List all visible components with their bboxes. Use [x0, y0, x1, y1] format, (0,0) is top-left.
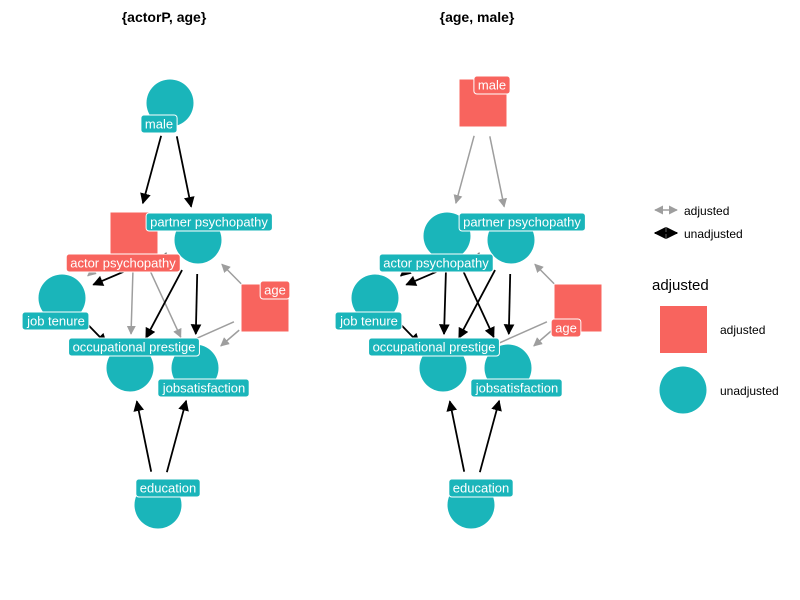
node-label-box	[378, 253, 494, 273]
node-label-satisfaction: jobsatisfaction	[470, 378, 563, 398]
node-label-box	[334, 311, 403, 331]
node-label-partner: partner psychopathy	[145, 212, 273, 232]
legend-node-adjusted: adjusted	[660, 306, 765, 353]
edge-age-to-partner	[221, 263, 242, 285]
node-label-text: education	[453, 481, 509, 496]
node-label-text: male	[145, 117, 173, 132]
node-label-text: male	[478, 78, 506, 93]
legend-unadjusted-circle	[659, 366, 707, 414]
node-label-text: jobsatisfaction	[162, 381, 245, 396]
node-label-box	[448, 478, 514, 498]
legend-node-title: adjusted	[652, 277, 709, 294]
edge-partner-to-prestige	[458, 269, 496, 339]
node-label-male: male	[140, 114, 178, 134]
edge-male-to-actor	[453, 135, 475, 205]
edge-education-to-satisfaction	[165, 399, 189, 473]
edge-education-to-prestige	[133, 400, 153, 472]
node-label-text: age	[555, 321, 577, 336]
node-label-text: occupational prestige	[73, 340, 196, 355]
node-label-male: male	[473, 75, 511, 95]
node-label-box	[458, 212, 586, 232]
node-label-prestige: occupational prestige	[68, 337, 200, 357]
edge-male-to-partner	[489, 136, 507, 208]
legend-edge-adjusted-label: adjusted	[684, 204, 729, 218]
panel-actorp-age: {actorP, age} male partner psychopathy act…	[21, 9, 291, 529]
node-label-box	[135, 478, 201, 498]
panel-age-male: {age, male} male partner psychopathy actor…	[334, 9, 602, 529]
label-layer: male partner psychopathy actor psychopathy…	[21, 114, 291, 498]
edge-layer	[398, 135, 555, 473]
edge-age-to-satisfaction	[533, 329, 553, 347]
legend-edge-unadjusted-label: unadjusted	[684, 227, 743, 241]
node-label-age: age	[550, 318, 582, 338]
panel-title: {age, male}	[440, 9, 515, 25]
node-label-box	[473, 75, 511, 95]
node-label-text: partner psychopathy	[463, 215, 581, 230]
label-layer: male partner psychopathy actor psychopathy…	[334, 75, 586, 498]
legend-edge-unadjusted: unadjusted	[653, 227, 743, 241]
legend-edge-adjusted: adjusted	[654, 204, 729, 218]
legend-adjusted-square	[660, 306, 707, 353]
node-label-text: occupational prestige	[373, 340, 496, 355]
edge-layer	[85, 135, 242, 473]
edge-actor-to-prestige	[438, 269, 450, 336]
node-label-box	[145, 212, 273, 232]
node-label-education: education	[135, 478, 201, 498]
node-label-text: jobsatisfaction	[475, 381, 558, 396]
node-label-box	[68, 337, 200, 357]
node-label-text: education	[140, 481, 196, 496]
node-label-box	[65, 253, 181, 273]
node-label-text: job tenure	[26, 314, 85, 329]
node-label-box	[157, 378, 250, 398]
node-label-box	[550, 318, 582, 338]
node-label-actor: actor psychopathy	[65, 253, 181, 273]
node-label-text: job tenure	[339, 314, 398, 329]
node-label-box	[21, 311, 90, 331]
legend: adjusted unadjusted adjusted adjusted un…	[652, 204, 779, 414]
node-label-box	[470, 378, 563, 398]
node-label-box	[140, 114, 178, 134]
node-tenure	[38, 274, 86, 322]
edge-partner-to-prestige	[145, 269, 183, 339]
edge-education-to-prestige	[446, 400, 466, 472]
node-label-text: age	[264, 283, 286, 298]
edge-age-to-partner	[534, 263, 555, 285]
node-label-satisfaction: jobsatisfaction	[157, 378, 250, 398]
legend-node-unadjusted-label: unadjusted	[720, 384, 779, 398]
node-label-text: partner psychopathy	[150, 215, 268, 230]
node-label-actor: actor psychopathy	[378, 253, 494, 273]
legend-node-adjusted-label: adjusted	[720, 323, 765, 337]
edge-male-to-actor	[140, 135, 162, 205]
edge-partner-to-satisfaction	[190, 273, 202, 336]
edge-partner-to-satisfaction	[503, 273, 515, 336]
panel-title: {actorP, age}	[122, 9, 207, 25]
legend-node-unadjusted: unadjusted	[659, 366, 779, 414]
node-label-age: age	[259, 280, 291, 300]
node-label-text: actor psychopathy	[70, 256, 176, 271]
edge-age-to-satisfaction	[220, 329, 240, 347]
edge-education-to-satisfaction	[478, 399, 502, 473]
node-label-education: education	[448, 478, 514, 498]
node-label-text: actor psychopathy	[383, 256, 489, 271]
node-label-tenure: job tenure	[334, 311, 403, 331]
node-label-tenure: job tenure	[21, 311, 90, 331]
edge-male-to-partner	[175, 136, 195, 208]
node-label-partner: partner psychopathy	[458, 212, 586, 232]
node-label-prestige: occupational prestige	[368, 337, 500, 357]
node-label-box	[259, 280, 291, 300]
node-tenure	[351, 274, 399, 322]
node-label-box	[368, 337, 500, 357]
edge-actor-to-prestige	[126, 269, 136, 335]
